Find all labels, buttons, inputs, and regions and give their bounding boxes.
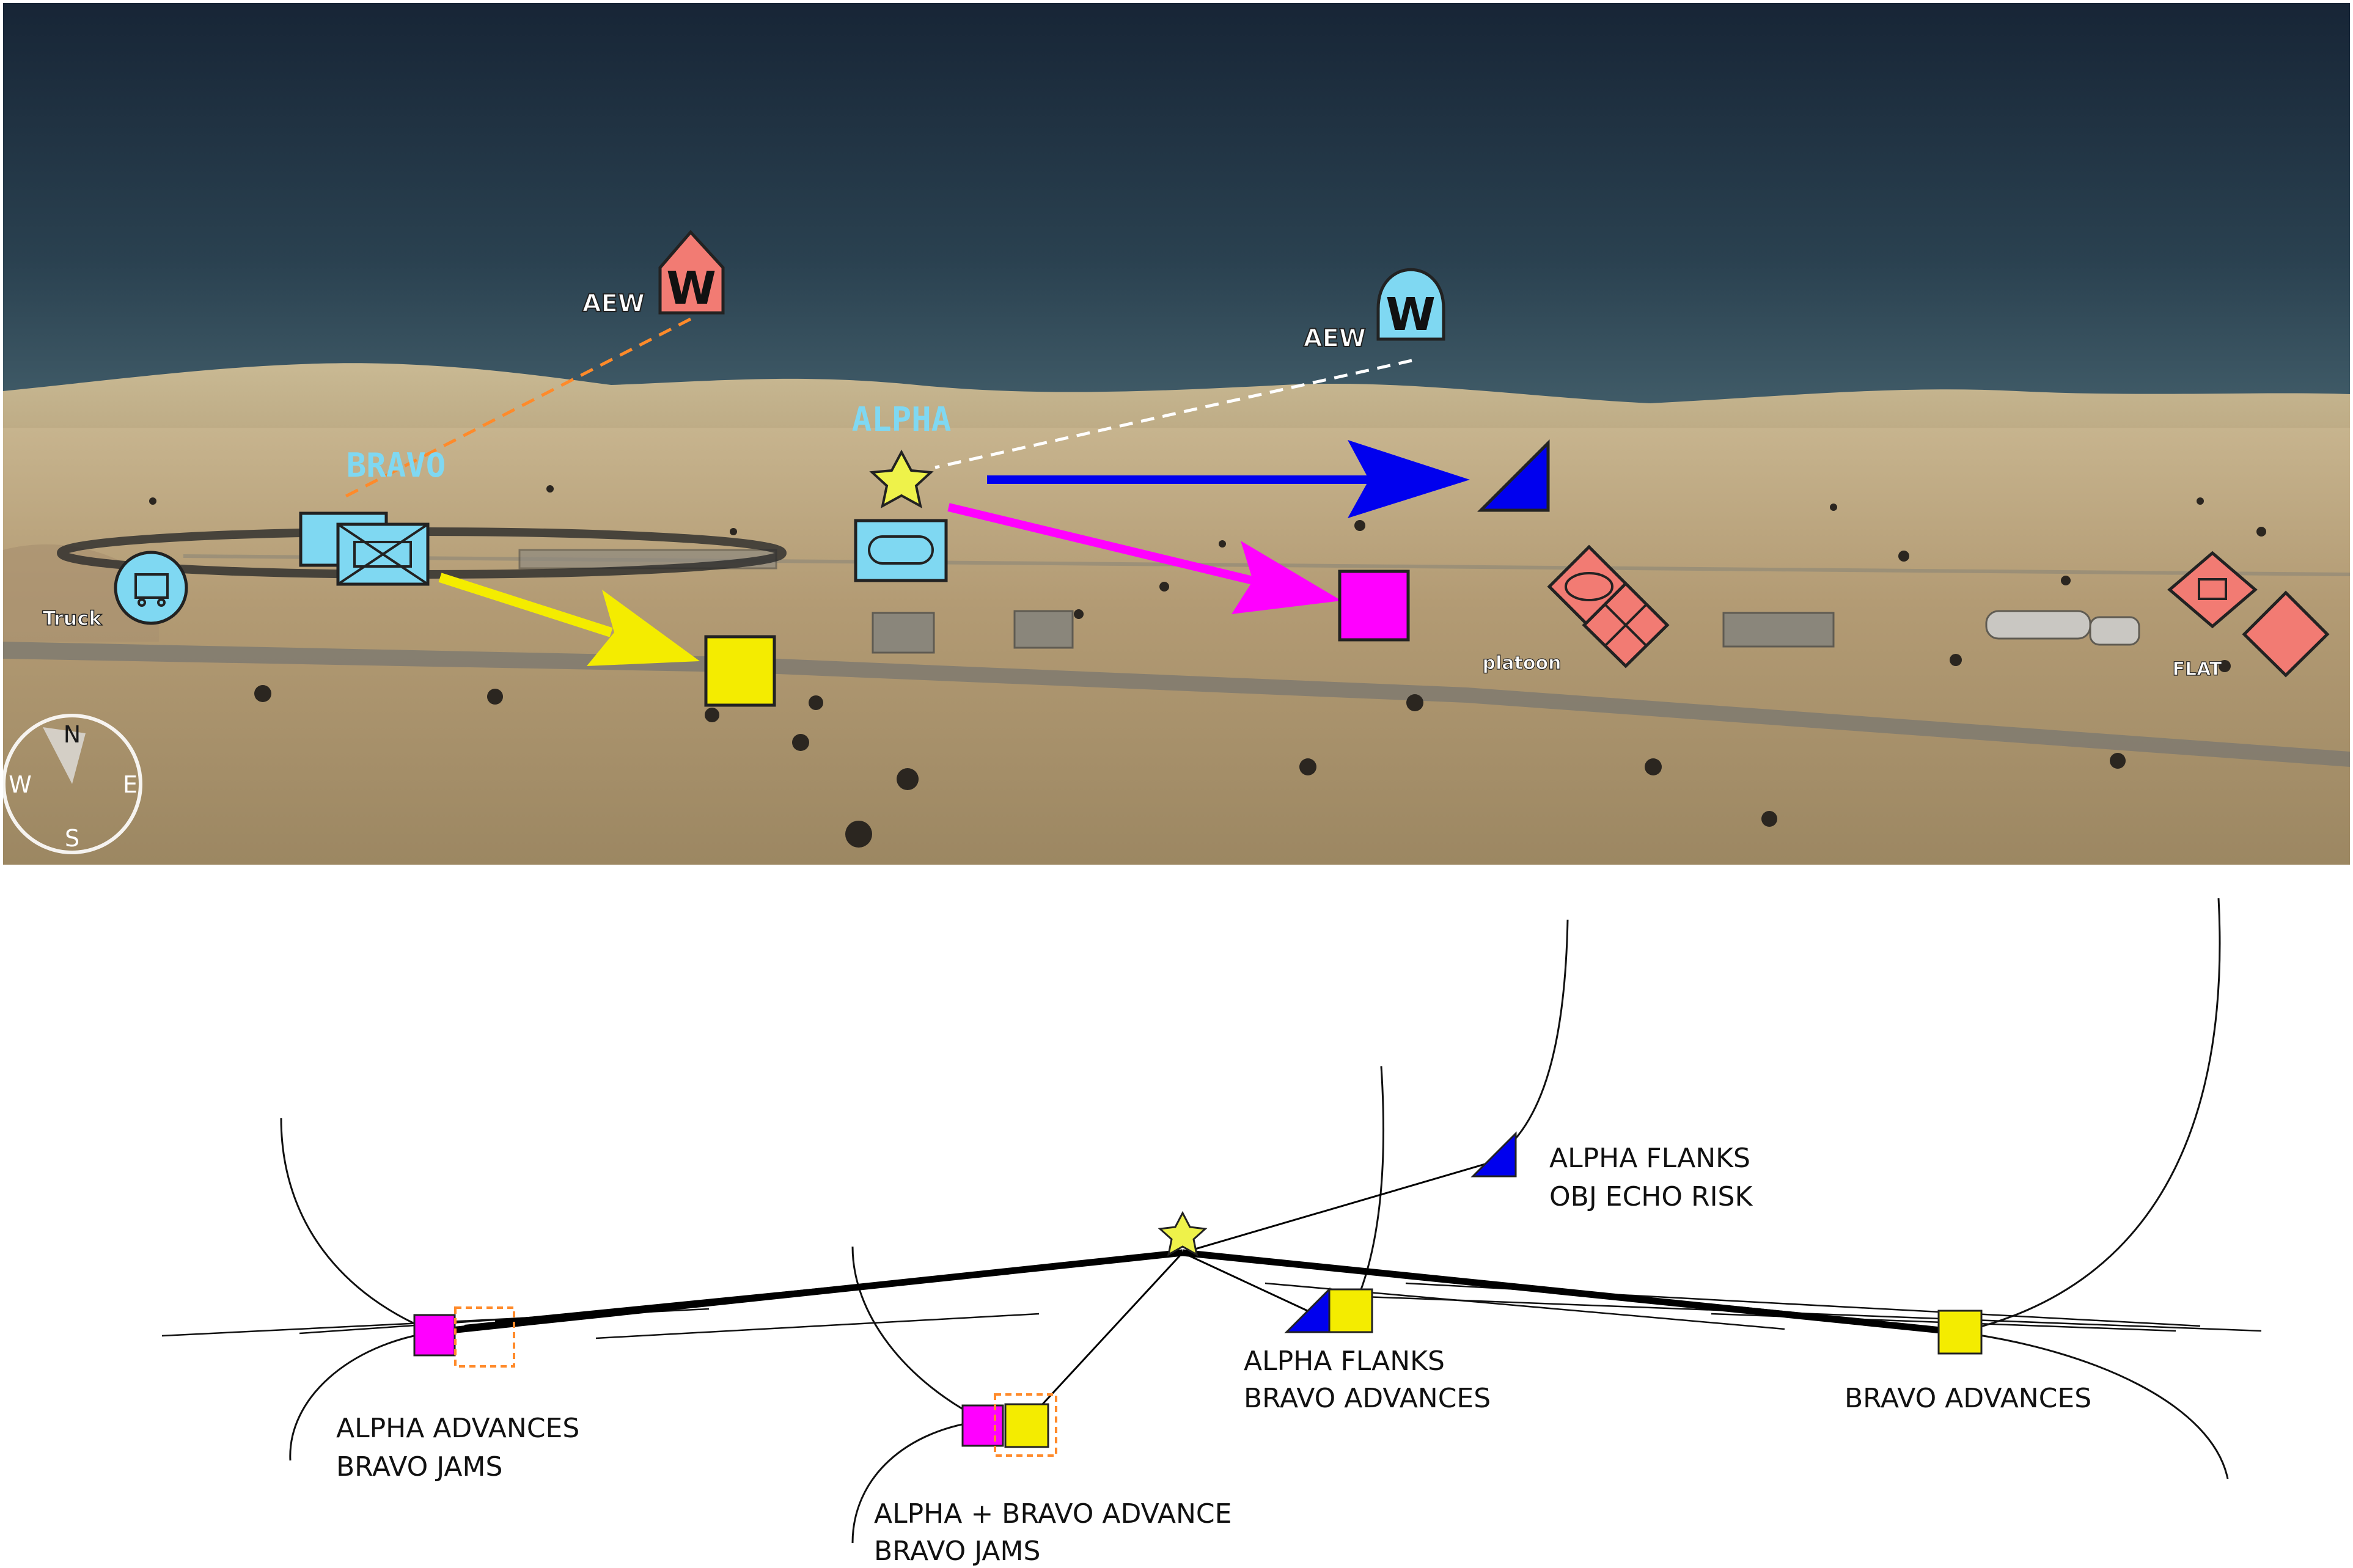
jam-dashed-box <box>994 1393 1057 1457</box>
hostile-unit-4[interactable] <box>2242 590 2330 678</box>
label-line-1: ALPHA ADVANCES <box>336 1413 579 1444</box>
compass[interactable]: N S E W <box>2 714 142 854</box>
alpha-label: ALPHA <box>852 400 952 439</box>
alpha-star-icon[interactable] <box>869 449 934 508</box>
label-line-2: BRAVO ADVANCES <box>1244 1383 1491 1414</box>
desert-ground <box>3 428 2350 865</box>
wheeled-vehicle-icon <box>134 573 169 607</box>
hostile-aew-marker[interactable]: W AEW <box>582 230 725 318</box>
hostile-wheeled-icon <box>2198 578 2227 600</box>
bushes <box>149 485 2266 848</box>
scene-panel: W AEW W AEW BRAVO <box>2 3 2351 865</box>
armor-tracked-icon <box>868 535 934 565</box>
compass-n: N <box>64 721 81 748</box>
magenta-square <box>961 1404 1004 1447</box>
node-bravo-advances[interactable]: BRAVO ADVANCES <box>1845 1310 2091 1414</box>
node-alpha-advances-bravo-jams[interactable]: ALPHA ADVANCES BRAVO JAMS <box>336 1306 579 1482</box>
magenta-objective[interactable] <box>1338 570 1410 642</box>
hostile-unit-3[interactable] <box>2167 551 2258 629</box>
hostile-diamond-3 <box>2167 551 2258 629</box>
jam-dashed-box <box>454 1306 515 1368</box>
label-line-2: BRAVO JAMS <box>874 1536 1040 1567</box>
alpha-unit[interactable] <box>854 519 948 582</box>
label-line-1: ALPHA FLANKS <box>1549 1143 1750 1174</box>
friendly-aew-marker[interactable]: W AEW <box>1303 268 1445 353</box>
blue-movement-arrow <box>987 440 1470 518</box>
label-line-2: OBJ ECHO RISK <box>1549 1181 1753 1212</box>
node-alpha-flanks-obj-echo[interactable]: ALPHA FLANKS OBJ ECHO RISK <box>1470 1131 1753 1212</box>
road <box>3 642 2350 767</box>
alpha-unit-box <box>854 519 948 582</box>
hostile-aew-icon <box>658 230 725 315</box>
hostile-aew-glyph: W <box>666 262 716 315</box>
buildings <box>518 549 2140 654</box>
yellow-square <box>1937 1310 1983 1355</box>
blue-triangle-objective-icon[interactable] <box>1477 439 1550 512</box>
truck-unit-circle <box>114 551 188 625</box>
label-line-1: ALPHA + BRAVO ADVANCE <box>874 1498 1232 1530</box>
friendly-aew-icon <box>1376 268 1445 341</box>
yellow-square <box>1328 1288 1373 1333</box>
truck-unit[interactable]: Truck <box>42 551 188 631</box>
blue-triangle-icon <box>1284 1287 1331 1333</box>
hostile-infantry-icon <box>1604 603 1648 647</box>
compass-needle <box>43 727 86 784</box>
sky <box>3 3 2350 431</box>
bravo-unit-stack[interactable] <box>299 511 430 586</box>
hostile-diamond-4 <box>2242 590 2330 678</box>
platoon-label: platoon <box>1483 653 1562 674</box>
blue-triangle-icon <box>1470 1131 1517 1178</box>
node-alpha-flanks-bravo-advances[interactable]: ALPHA FLANKS BRAVO ADVANCES <box>1244 1287 1491 1414</box>
magenta-square <box>413 1314 456 1357</box>
flat-label: FLAT <box>2173 659 2222 680</box>
node-alpha-bravo-advance[interactable]: ALPHA + BRAVO ADVANCE BRAVO JAMS <box>874 1393 1232 1567</box>
fan-lines <box>433 1163 1959 1416</box>
bravo-label: BRAVO <box>347 446 446 485</box>
compass-icon <box>2 714 142 854</box>
yellow-movement-arrow <box>438 573 700 666</box>
armored-infantry-icon <box>337 523 429 585</box>
friendly-aew-glyph: W <box>1386 288 1436 341</box>
hostile-unit-2[interactable] <box>1582 581 1670 669</box>
diagram-panel: ALPHA ADVANCES BRAVO JAMS ALPHA + BRAVO … <box>161 898 2262 1567</box>
friendly-aew-link <box>934 359 1412 469</box>
yellow-objective[interactable] <box>704 635 776 707</box>
hostile-aew-label: AEW <box>582 290 645 318</box>
magenta-movement-arrow <box>947 503 1342 614</box>
hostile-armor-icon <box>1565 572 1613 601</box>
compass-s: S <box>65 825 79 852</box>
friendly-aew-label: AEW <box>1304 324 1366 353</box>
compass-e: E <box>123 771 138 798</box>
label-line-1: ALPHA FLANKS <box>1244 1346 1445 1377</box>
label-line-1: BRAVO ADVANCES <box>1845 1383 2091 1414</box>
diagram-star-icon[interactable] <box>1158 1211 1208 1256</box>
label-line-2: BRAVO JAMS <box>336 1451 502 1482</box>
truck-label: Truck <box>42 607 102 630</box>
yellow-square <box>1004 1403 1049 1448</box>
compass-w: W <box>9 771 32 798</box>
decision-curves <box>280 898 2229 1544</box>
